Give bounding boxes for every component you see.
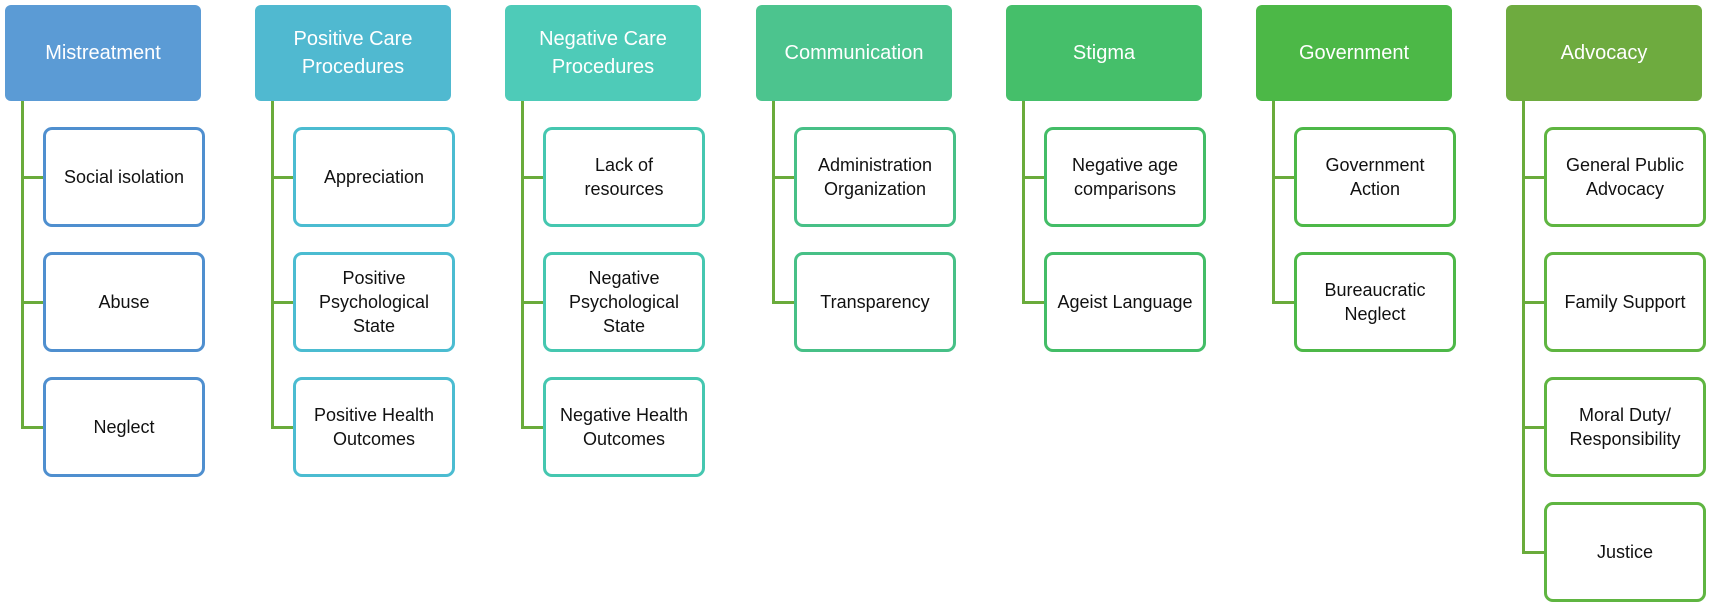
item-general-public-advocacy: General Public Advocacy bbox=[1544, 127, 1706, 227]
item-moral-duty-responsibility: Moral Duty/ Responsibility bbox=[1544, 377, 1706, 477]
header-positive-care-procedures: Positive Care Procedures bbox=[255, 5, 451, 101]
connector-horizontal bbox=[21, 426, 43, 429]
connector-horizontal bbox=[271, 426, 293, 429]
header-advocacy: Advocacy bbox=[1506, 5, 1702, 101]
connector-horizontal bbox=[521, 176, 543, 179]
header-government: Government bbox=[1256, 5, 1452, 101]
item-administration-organization: Administration Organization bbox=[794, 127, 956, 227]
connector-horizontal bbox=[1272, 176, 1294, 179]
connector-horizontal bbox=[521, 301, 543, 304]
connector-horizontal bbox=[1022, 301, 1044, 304]
connector-horizontal bbox=[1022, 176, 1044, 179]
item-justice: Justice bbox=[1544, 502, 1706, 602]
item-family-support: Family Support bbox=[1544, 252, 1706, 352]
connector-horizontal bbox=[21, 176, 43, 179]
connector-horizontal bbox=[1522, 301, 1544, 304]
header-negative-care-procedures: Negative Care Procedures bbox=[505, 5, 701, 101]
item-social-isolation: Social isolation bbox=[43, 127, 205, 227]
connector-vertical-mistreatment bbox=[21, 101, 24, 429]
item-ageist-language: Ageist Language bbox=[1044, 252, 1206, 352]
header-mistreatment: Mistreatment bbox=[5, 5, 201, 101]
connector-vertical-stigma bbox=[1022, 101, 1025, 304]
connector-horizontal bbox=[21, 301, 43, 304]
connector-horizontal bbox=[1522, 426, 1544, 429]
connector-horizontal bbox=[772, 176, 794, 179]
connector-vertical-communication bbox=[772, 101, 775, 304]
item-positive-psychological-state: Positive Psychological State bbox=[293, 252, 455, 352]
connector-horizontal bbox=[1522, 176, 1544, 179]
item-negative-psychological-state: Negative Psychological State bbox=[543, 252, 705, 352]
item-abuse: Abuse bbox=[43, 252, 205, 352]
item-lack-of-resources: Lack of resources bbox=[543, 127, 705, 227]
item-negative-age-comparisons: Negative age comparisons bbox=[1044, 127, 1206, 227]
connector-horizontal bbox=[521, 426, 543, 429]
connector-horizontal bbox=[772, 301, 794, 304]
connector-vertical-government bbox=[1272, 101, 1275, 304]
connector-horizontal bbox=[271, 176, 293, 179]
item-negative-health-outcomes: Negative Health Outcomes bbox=[543, 377, 705, 477]
item-neglect: Neglect bbox=[43, 377, 205, 477]
item-government-action: Government Action bbox=[1294, 127, 1456, 227]
item-positive-health-outcomes: Positive Health Outcomes bbox=[293, 377, 455, 477]
connector-horizontal bbox=[1272, 301, 1294, 304]
item-bureaucratic-neglect: Bureaucratic Neglect bbox=[1294, 252, 1456, 352]
connector-vertical-positive-care-procedures bbox=[271, 101, 274, 429]
connector-vertical-advocacy bbox=[1522, 101, 1525, 554]
item-appreciation: Appreciation bbox=[293, 127, 455, 227]
item-transparency: Transparency bbox=[794, 252, 956, 352]
header-communication: Communication bbox=[756, 5, 952, 101]
header-stigma: Stigma bbox=[1006, 5, 1202, 101]
connector-horizontal bbox=[271, 301, 293, 304]
connector-horizontal bbox=[1522, 551, 1544, 554]
connector-vertical-negative-care-procedures bbox=[521, 101, 524, 429]
